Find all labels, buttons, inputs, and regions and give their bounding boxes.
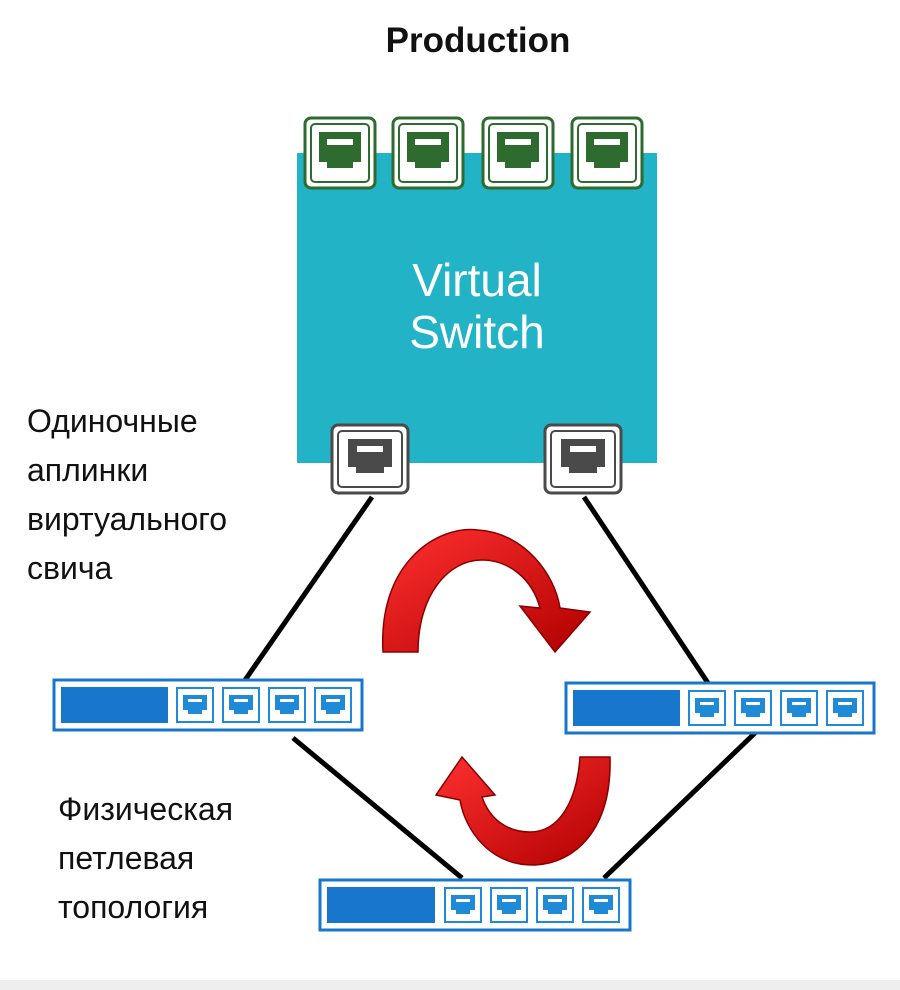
switch-port-icon [176, 687, 214, 723]
uplinks-annotation-line: виртуального [27, 501, 227, 537]
topology-annotation-line: петлевая [58, 840, 194, 876]
virtual-switch-label-line2: Switch [409, 306, 544, 358]
uplink-port-icon [543, 423, 623, 495]
vm-port-icon [303, 116, 377, 190]
physical-switch-left [52, 678, 364, 732]
switch-port-icon [222, 687, 260, 723]
vm-port-icon [481, 116, 555, 190]
diagram-title: Production [386, 21, 571, 60]
uplinks-annotation: Одиночные аплинки виртуального свича [27, 403, 227, 586]
switch-port-icon [536, 887, 574, 923]
switch-port-icon [268, 687, 306, 723]
switch-port-icon [314, 687, 352, 723]
uplinks-annotation-line: Одиночные [27, 403, 198, 439]
switch-port-icon [688, 690, 726, 726]
uplink-port-icon [330, 423, 410, 495]
link-vs-right-uplink-to-right-switch [581, 495, 711, 685]
vm-port-group [303, 116, 644, 190]
uplinks-annotation-line: аплинки [27, 452, 148, 488]
uplink-port-group [330, 423, 623, 495]
topology-annotation-line: Физическая [58, 791, 233, 827]
switch-port-icon [780, 690, 818, 726]
link-right-switch-to-bottom-switch [602, 731, 757, 880]
physical-switch-bottom [318, 878, 632, 932]
link-vs-left-uplink-to-left-switch [240, 495, 375, 685]
topology-annotation: Физическая петлевая топология [58, 791, 233, 925]
topology-annotation-line: топология [58, 889, 208, 925]
bottom-divider [0, 980, 900, 990]
virtual-switch-label-line1: Virtual [412, 254, 542, 306]
physical-switch-right [564, 681, 876, 735]
vm-port-icon [391, 116, 465, 190]
switch-port-icon [582, 887, 620, 923]
vm-port-icon [570, 116, 644, 190]
loop-arrow-bottom-icon [434, 755, 611, 866]
loop-arrow-top-icon [382, 528, 592, 654]
link-left-switch-to-bottom-switch [291, 736, 464, 880]
uplinks-annotation-line: свича [27, 550, 113, 586]
switch-port-icon [444, 887, 482, 923]
switch-port-icon [490, 887, 528, 923]
network-links [240, 495, 757, 880]
virtual-switch-body [297, 153, 657, 463]
switch-port-icon [734, 690, 772, 726]
switch-port-icon [826, 690, 864, 726]
